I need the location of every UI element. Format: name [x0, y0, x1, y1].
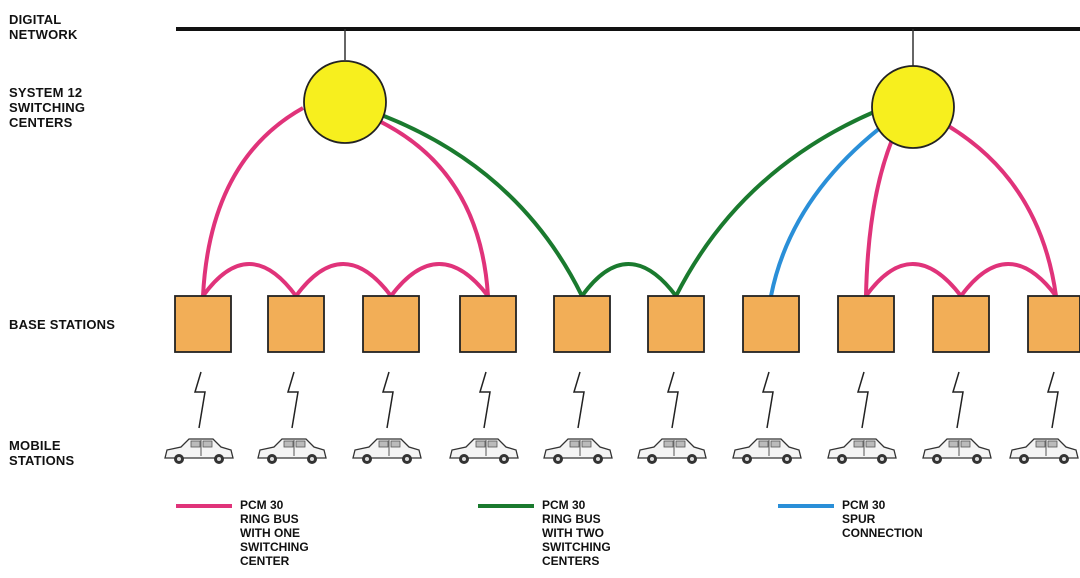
base-station-4 [459, 295, 517, 353]
radio-link-2 [286, 371, 299, 429]
base-station-10 [1027, 295, 1080, 353]
legend-spur-connection: PCM 30 SPUR CONNECTION [842, 498, 923, 540]
radio-link-10 [1046, 371, 1059, 429]
mobile-station-2 [257, 438, 327, 464]
base-station-3 [362, 295, 420, 353]
legend-swatch-magenta [176, 504, 232, 508]
base-station-6 [647, 295, 705, 353]
legend-ring-bus-two-centers: PCM 30 RING BUS WITH TWO SWITCHING CENTE… [542, 498, 611, 568]
base-stations-label: BASE STATIONS [9, 317, 116, 332]
ring-bus-two-link-right [674, 110, 875, 297]
ring-bus-left-arc-2 [294, 262, 393, 298]
mobile-station-4 [449, 438, 519, 464]
mobile-station-3 [352, 438, 422, 464]
switching-center-left [303, 60, 387, 144]
mobile-station-9 [922, 438, 992, 464]
radio-link-6 [666, 371, 679, 429]
mobile-station-6 [637, 438, 707, 464]
radio-links-group [193, 371, 1059, 429]
mobile-station-7 [732, 438, 802, 464]
radio-link-5 [572, 371, 585, 429]
legend-swatch-green [478, 504, 534, 508]
ring-bus-left-link-2 [376, 118, 490, 297]
ring-bus-right-link-1 [864, 139, 894, 297]
ring-bus-right-link-2 [943, 122, 1058, 297]
mobile-station-10 [1009, 438, 1079, 464]
radio-link-7 [761, 371, 774, 429]
legend-swatch-blue [778, 504, 834, 508]
spur-connection [769, 126, 882, 297]
mobile-stations-label: MOBILE STATIONS [9, 438, 75, 468]
radio-link-8 [856, 371, 869, 429]
radio-link-9 [951, 371, 964, 429]
base-station-1 [174, 295, 232, 353]
base-station-7 [742, 295, 800, 353]
radio-link-3 [381, 371, 394, 429]
base-station-5 [553, 295, 611, 353]
ring-bus-right-arc-1 [864, 262, 963, 298]
ring-bus-right-arc-2 [959, 262, 1058, 298]
legend-ring-bus-one-center: PCM 30 RING BUS WITH ONE SWITCHING CENTE… [240, 498, 309, 568]
base-stations-group [174, 295, 1080, 353]
base-station-8 [837, 295, 895, 353]
ring-bus-left-arc-1 [201, 262, 298, 298]
switching-center-right [871, 65, 955, 149]
mobile-stations-group [164, 438, 1079, 464]
mobile-station-5 [543, 438, 613, 464]
ring-bus-left-arc-3 [389, 262, 490, 298]
radio-link-4 [478, 371, 491, 429]
mobile-station-8 [827, 438, 897, 464]
ring-bus-left-link-1 [201, 106, 304, 297]
base-station-2 [267, 295, 325, 353]
digital-network-label: DIGITAL NETWORK [9, 12, 78, 42]
radio-link-1 [193, 371, 206, 429]
ring-bus-two-link-left [383, 114, 584, 297]
ring-bus-two-arc [580, 262, 678, 298]
switching-centers-label: SYSTEM 12 SWITCHING CENTERS [9, 85, 86, 130]
base-station-9 [932, 295, 990, 353]
mobile-station-1 [164, 438, 234, 464]
